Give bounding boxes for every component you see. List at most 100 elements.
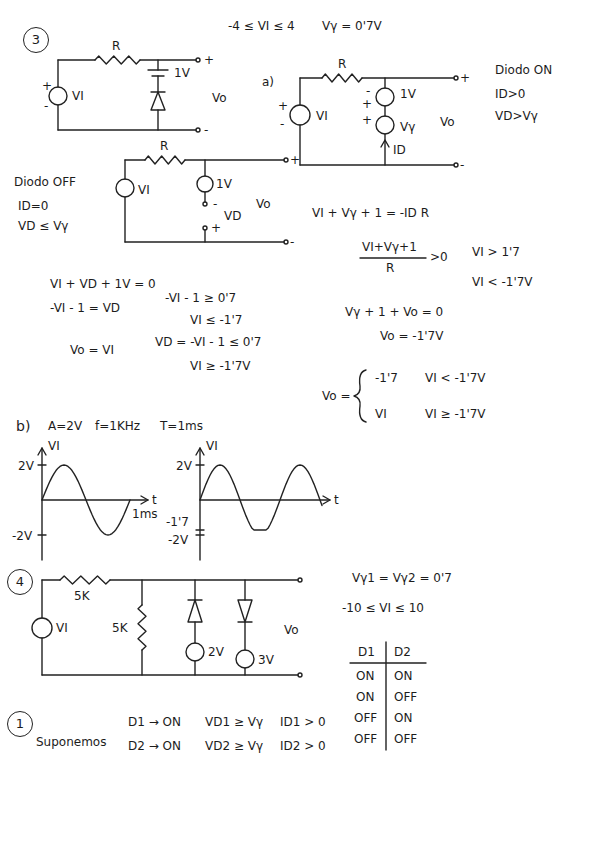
handwritten-note: Vo [440, 115, 455, 129]
terminal-dot [284, 158, 288, 162]
wire [204, 160, 205, 176]
wire [244, 668, 245, 675]
wire [58, 59, 95, 60]
handwritten-note: ON [394, 669, 412, 683]
terminal-dot [454, 163, 458, 167]
handwritten-note: VI+Vγ+1 [362, 240, 417, 254]
handwritten-note: D2 → ON [128, 739, 181, 753]
handwritten-note: ID2 > 0 [280, 739, 326, 753]
wire [157, 76, 158, 92]
handwritten-note: + [362, 113, 372, 127]
handwritten-note: Vo [284, 623, 299, 637]
tick [196, 534, 204, 535]
handwritten-note: 2V [18, 459, 34, 473]
handwritten-note: -2V [168, 533, 188, 547]
wire [300, 77, 322, 78]
table-rule [350, 662, 426, 663]
diode-symbol [238, 600, 252, 622]
handwritten-note: 1ms [132, 507, 158, 521]
wire [57, 60, 58, 87]
handwritten-note: Vγ1 = Vγ2 = 0'7 [352, 571, 452, 585]
resistor-symbol [60, 576, 110, 584]
circled-number: 1 [7, 711, 33, 737]
handwritten-note: >0 [430, 250, 448, 264]
terminal-dot [196, 58, 200, 62]
axis [323, 496, 330, 504]
wire [42, 674, 298, 675]
handwritten-note: -1'7 [166, 515, 189, 529]
handwritten-note: - [213, 197, 217, 211]
handwritten-note: R [160, 139, 168, 153]
wire [244, 622, 245, 650]
battery-symbol [148, 69, 168, 70]
wire [125, 241, 284, 242]
handwritten-note: + [211, 221, 221, 235]
circled-number: 4 [7, 569, 33, 595]
source-symbol [197, 176, 213, 192]
handwritten-note: + [460, 71, 470, 85]
source-symbol [376, 88, 394, 106]
wire [204, 230, 205, 242]
diode-symbol [188, 599, 202, 600]
source-symbol [186, 643, 204, 661]
handwritten-note: ON [394, 711, 412, 725]
source-symbol [116, 179, 134, 197]
handwritten-note: -4 ≤ VI ≤ 4 [228, 19, 295, 33]
handwritten-note: ID>0 [495, 87, 525, 101]
handwritten-note: 1V [216, 177, 232, 191]
handwritten-note: Vo [212, 91, 227, 105]
handwritten-note: -1'7 [375, 371, 398, 385]
wire [42, 579, 60, 580]
handwritten-note: - [280, 117, 284, 131]
handwritten-note: Vγ + 1 + Vo = 0 [345, 305, 443, 319]
handwritten-note: -10 ≤ VI ≤ 10 [342, 601, 424, 615]
wire [194, 580, 195, 600]
handwritten-note: ID=0 [18, 199, 48, 213]
resistor-symbol [145, 156, 185, 164]
handwritten-note: Diodo OFF [14, 175, 76, 189]
handwritten-note: Vo [256, 197, 271, 211]
handwritten-note: OFF [394, 732, 417, 746]
handwritten-note: Vo = -1'7V [380, 329, 443, 343]
diode-symbol [151, 92, 165, 110]
handwritten-note: - [204, 123, 208, 137]
handwritten-note: f=1KHz [95, 419, 140, 433]
handwritten-note: - [366, 84, 370, 98]
handwritten-note: VI [56, 621, 68, 635]
handwritten-note: 5K [112, 621, 128, 635]
handwritten-note: D1 [358, 645, 375, 659]
handwritten-note: -2V [12, 529, 32, 543]
handwritten-note: VI + Vγ + 1 = -ID R [312, 206, 429, 220]
tick [38, 464, 46, 465]
wire [140, 59, 196, 60]
source-symbol [32, 618, 52, 638]
handwritten-note: VI [206, 439, 218, 453]
circled-number: 3 [23, 27, 49, 53]
handwritten-note: R [112, 39, 120, 53]
handwritten-note: - [460, 158, 464, 172]
handwritten-note: VI [375, 407, 387, 421]
handwritten-note: OFF [394, 690, 417, 704]
handwritten-note: Vγ [400, 120, 415, 134]
handwritten-note: Suponemos [36, 735, 106, 749]
fraction-bar [360, 257, 426, 258]
wire [124, 197, 125, 242]
handwritten-note: OFF [354, 732, 377, 746]
handwritten-note: VD>Vγ [495, 109, 538, 123]
handwritten-note: -VI - 1 = VD [50, 301, 120, 315]
handwritten-note: R [338, 57, 346, 71]
current-arrow [381, 140, 389, 147]
handwritten-note: VI [72, 89, 84, 103]
handwritten-note: ON [356, 690, 374, 704]
wire [141, 580, 142, 605]
handwritten-note: - [290, 235, 294, 249]
diode-symbol [188, 600, 202, 622]
terminal-dot [284, 240, 288, 244]
handwritten-note: VI > 1'7 [472, 245, 520, 259]
wire [157, 110, 158, 130]
wire [185, 159, 284, 160]
source-symbol [236, 650, 254, 668]
axis [38, 448, 46, 455]
handwritten-note: Vγ = 0'7V [322, 19, 382, 33]
